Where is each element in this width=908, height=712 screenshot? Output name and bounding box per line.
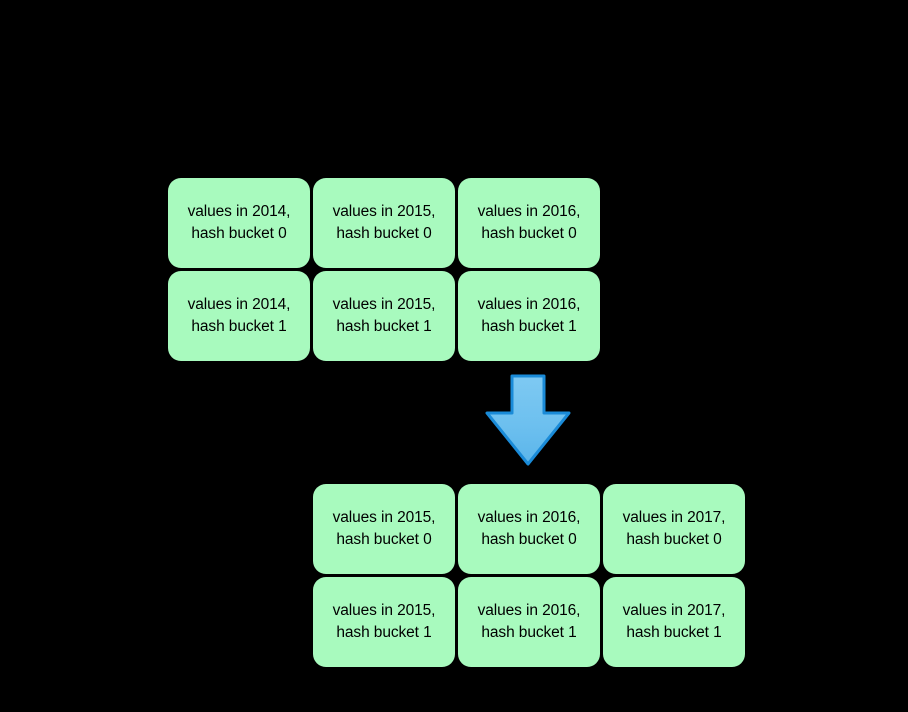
partition-box-after-2016-bucket-1[interactable]: values in 2016, hash bucket 1 — [458, 577, 600, 667]
partition-box-label: values in 2015, hash bucket 1 — [332, 296, 436, 335]
arrow-down-icon — [484, 373, 572, 467]
partition-box-after-2016-bucket-0[interactable]: values in 2016, hash bucket 0 — [458, 484, 600, 574]
partition-box-before-2014-bucket-0[interactable]: values in 2014, hash bucket 0 — [168, 178, 310, 268]
partition-box-after-2017-bucket-0[interactable]: values in 2017, hash bucket 0 — [603, 484, 745, 574]
partition-box-after-2015-bucket-1[interactable]: values in 2015, hash bucket 1 — [313, 577, 455, 667]
partition-box-before-2015-bucket-1[interactable]: values in 2015, hash bucket 1 — [313, 271, 455, 361]
partition-box-label: values in 2017, hash bucket 1 — [622, 602, 726, 641]
partition-box-before-2016-bucket-1[interactable]: values in 2016, hash bucket 1 — [458, 271, 600, 361]
partition-box-label: values in 2017, hash bucket 0 — [622, 509, 726, 548]
partition-box-before-2014-bucket-1[interactable]: values in 2014, hash bucket 1 — [168, 271, 310, 361]
partition-grid-after: values in 2015, hash bucket 0 values in … — [313, 484, 745, 667]
partition-box-label: values in 2016, hash bucket 1 — [477, 602, 581, 641]
partition-box-label: values in 2015, hash bucket 1 — [332, 602, 436, 641]
partition-grid-before: values in 2014, hash bucket 0 values in … — [168, 178, 600, 361]
partition-box-after-2015-bucket-0[interactable]: values in 2015, hash bucket 0 — [313, 484, 455, 574]
partition-box-label: values in 2016, hash bucket 0 — [477, 203, 581, 242]
partition-box-label: values in 2016, hash bucket 0 — [477, 509, 581, 548]
partition-box-label: values in 2016, hash bucket 1 — [477, 296, 581, 335]
partition-box-label: values in 2015, hash bucket 0 — [332, 509, 436, 548]
partition-box-label: values in 2015, hash bucket 0 — [332, 203, 436, 242]
partition-box-label: values in 2014, hash bucket 0 — [187, 203, 291, 242]
partition-box-before-2015-bucket-0[interactable]: values in 2015, hash bucket 0 — [313, 178, 455, 268]
partition-box-before-2016-bucket-0[interactable]: values in 2016, hash bucket 0 — [458, 178, 600, 268]
partition-box-label: values in 2014, hash bucket 1 — [187, 296, 291, 335]
partition-box-after-2017-bucket-1[interactable]: values in 2017, hash bucket 1 — [603, 577, 745, 667]
